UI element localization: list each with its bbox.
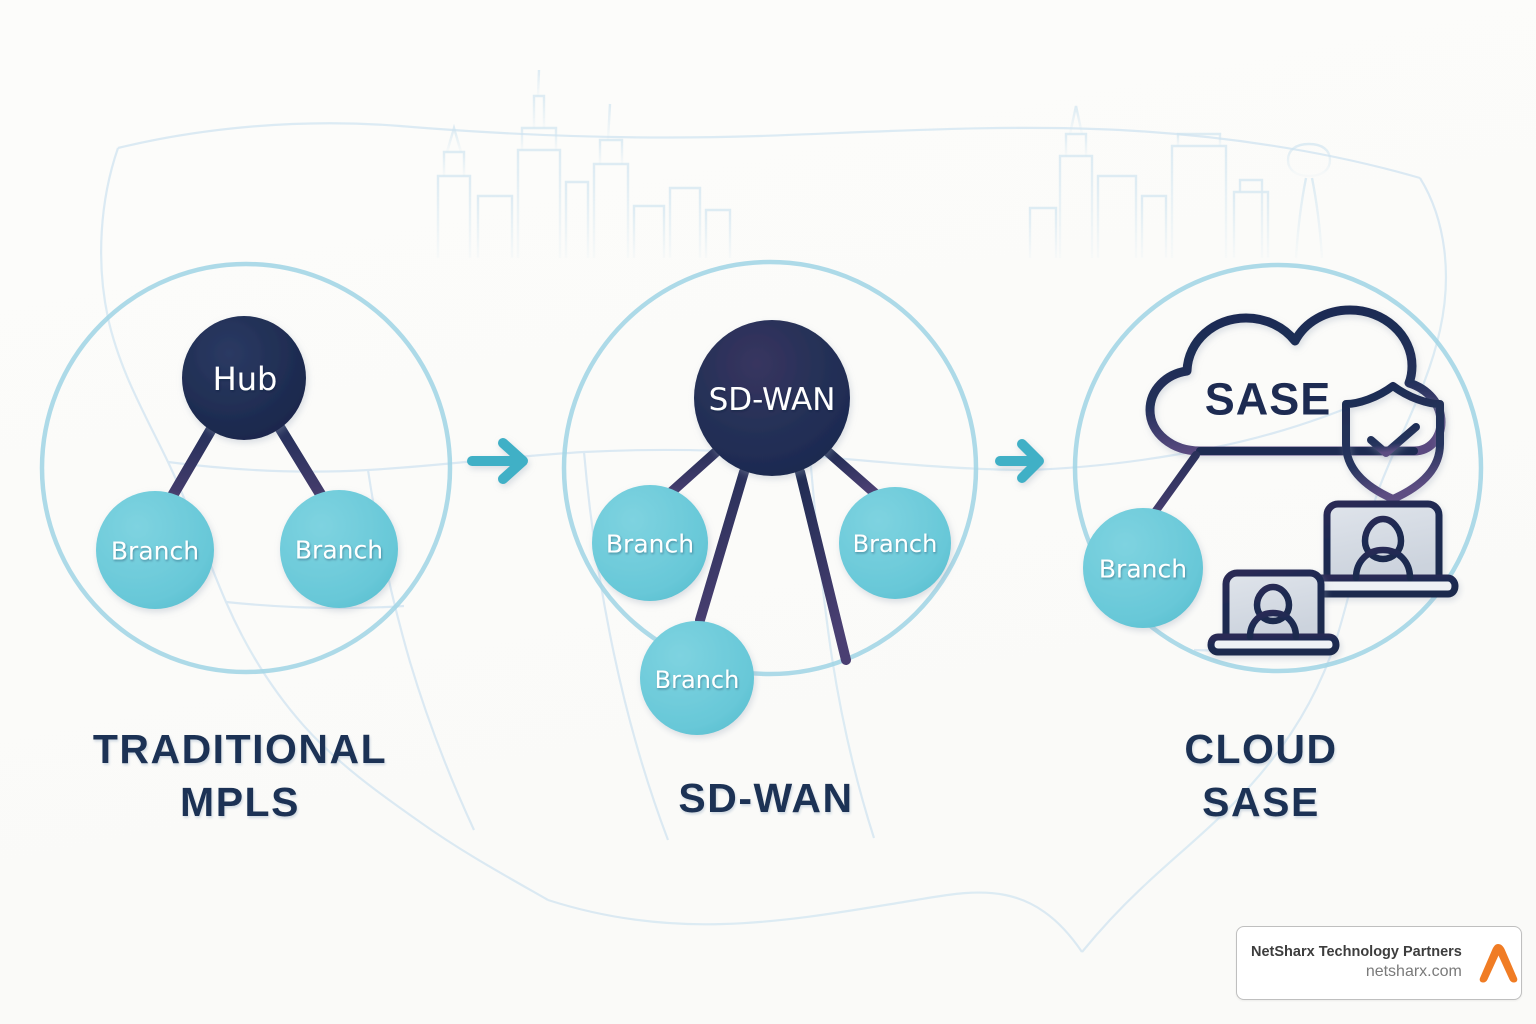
branch-circle[interactable] — [96, 491, 214, 609]
caption-sd-wan: SD-WAN — [678, 775, 853, 821]
panel-traditional-mpls: Branch Branch Hub TRADITIONAL MPLS — [39, 261, 453, 825]
hub-circle[interactable] — [182, 316, 306, 440]
branch-node[interactable]: Branch — [280, 490, 398, 608]
badge-text-block: NetSharx Technology Partners netsharx.co… — [1251, 943, 1472, 982]
hub-node[interactable]: Hub — [182, 316, 306, 440]
branch-node[interactable]: Branch — [839, 487, 951, 599]
branch-node[interactable]: Branch — [1083, 508, 1203, 628]
branch-label: Branch — [655, 666, 740, 694]
arrow-sdwan-to-sase — [995, 439, 1044, 483]
badge-website-url: netsharx.com — [1365, 963, 1462, 981]
caption-line: MPLS — [180, 779, 300, 825]
branch-label: Branch — [853, 530, 938, 558]
panel-ring-sase — [1072, 262, 1484, 674]
caption-line: SD-WAN — [678, 775, 853, 821]
branch-node[interactable]: Branch — [640, 621, 754, 735]
hub-label: SD-WAN — [709, 382, 836, 418]
hub-circle[interactable] — [694, 320, 850, 476]
caption-cloud-sase: CLOUD SASE — [1184, 726, 1337, 825]
laptop-user-icon — [1306, 500, 1459, 598]
branch-label: Branch — [606, 530, 694, 559]
branch-node[interactable]: Branch — [592, 485, 708, 601]
caption-traditional-mpls: TRADITIONAL MPLS — [93, 726, 387, 825]
mpls-links — [164, 422, 330, 506]
panel-cloud-sase: SASE Branch — [1072, 262, 1484, 825]
branch-circle[interactable] — [592, 485, 708, 601]
laptop-user-icon — [1207, 569, 1340, 656]
branch-label: Branch — [111, 537, 199, 566]
city-skyline-center-icon — [432, 69, 740, 260]
branch-label: Branch — [295, 536, 383, 565]
branch-circle[interactable] — [640, 621, 754, 735]
branch-label: Branch — [1099, 555, 1187, 584]
city-skyline-right-icon — [1024, 92, 1340, 260]
badge-company-name: NetSharx Technology Partners — [1251, 944, 1462, 961]
caption-line: TRADITIONAL — [93, 726, 387, 772]
caption-line: CLOUD — [1184, 726, 1337, 772]
caption-line: SASE — [1202, 779, 1320, 825]
branch-circle[interactable] — [839, 487, 951, 599]
hub-label: Hub — [213, 360, 278, 398]
cloud-label: SASE — [1205, 374, 1332, 425]
hub-node-sdwan[interactable]: SD-WAN — [694, 320, 850, 476]
panel-sd-wan: Branch Branch Branch SD-WAN SD-WAN — [561, 259, 979, 821]
branch-circle[interactable] — [280, 490, 398, 608]
branch-node[interactable]: Branch — [96, 491, 214, 609]
branch-circle[interactable] — [1083, 508, 1203, 628]
branding-badge[interactable]: NetSharx Technology Partners netsharx.co… — [1236, 926, 1522, 1000]
netsharx-chevron-logo-icon — [1479, 944, 1518, 983]
arrow-mpls-to-sdwan — [467, 438, 528, 484]
panel-ring-sdwan — [561, 259, 979, 677]
sdwan-links — [663, 447, 883, 665]
cloud-icon — [1145, 305, 1446, 456]
shield-check-icon — [1342, 382, 1444, 503]
panel-ring-mpls — [39, 261, 453, 675]
